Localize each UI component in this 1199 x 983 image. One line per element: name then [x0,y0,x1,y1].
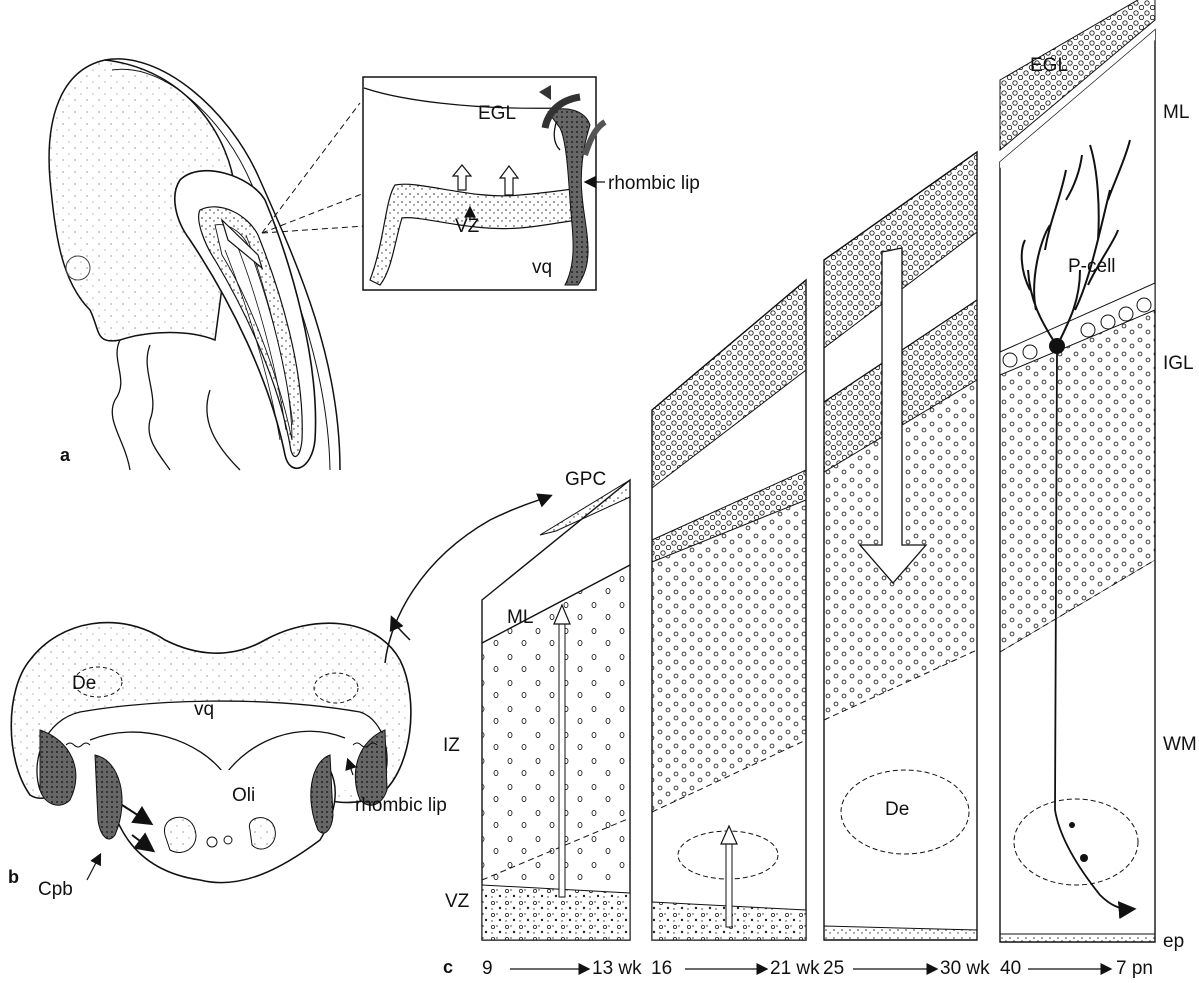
section-vq-label: vq [194,700,214,719]
ep-label: ep [1163,932,1184,951]
iz-label: IZ [443,736,460,755]
inset-rhombic-lip-label: rhombic lip [608,174,700,193]
p-cell-label: P-cell [1068,257,1116,276]
gpc-label: GPC [565,470,606,489]
de-label: De [885,800,909,819]
timeline-t2-start: 16 [651,959,672,978]
timeline-t1-end: 13 wk [592,959,642,978]
column-16-21wk [652,280,806,940]
column-40wk-7pn [1000,0,1155,942]
timeline-t3-end: 30 wk [940,959,990,978]
panel-b-label: b [8,868,19,886]
section-rhombic-lip-label: rhombic lip [355,796,447,815]
inset-vz-label: VZ [455,217,479,236]
vz-label: VZ [445,892,469,911]
igl-label: IGL [1163,354,1194,373]
timeline-t4-start: 40 [1000,959,1021,978]
ml-left-label: ML [507,608,533,627]
section-oli-label: Oli [232,786,255,805]
wm-label: WM [1163,735,1197,754]
panel-a-label: a [60,446,70,464]
section-de-label: De [72,674,96,693]
column-25-30wk [824,152,977,940]
timeline-t3-start: 25 [823,959,844,978]
ml-right-label: ML [1163,103,1189,122]
column-9-13wk [482,480,630,940]
egl-label: EGL [1030,56,1068,75]
timeline-t4-end: 7 pn [1116,959,1153,978]
embryo-drawing [49,59,340,470]
timeline-t1-start: 9 [482,959,493,978]
inset-egl-label: EGL [478,104,516,123]
panel-c-label: c [443,958,453,976]
inset-vq-label: vq [532,258,552,277]
section-cpb-label: Cpb [38,880,73,899]
timeline-t2-end: 21 wk [770,959,820,978]
